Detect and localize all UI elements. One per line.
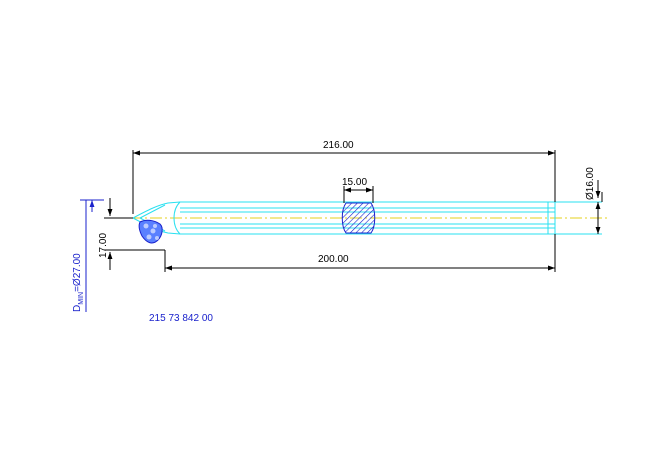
radial-offset-label: 17.00 [98,233,109,258]
min-bore-label: DMIN=Ø27.00 [72,253,85,312]
shank-diameter-label: Ø16.00 [585,167,596,200]
dim-body-length [164,234,556,272]
part-number: 215 73 842 00 [149,313,213,324]
dim-shank-diameter [595,180,603,234]
min-bore-value: =Ø27.00 [72,253,83,292]
dim-radial-offset [104,198,166,270]
body-length-label: 200.00 [318,254,349,265]
shank-end [555,201,602,235]
min-bore-subscript: MIN [78,292,85,305]
min-bore-prefix: D [72,305,83,312]
cutting-insert [138,219,163,244]
dim-min-bore [80,199,104,312]
dim-overall-length [132,150,556,214]
slot-width-label: 15.00 [342,177,367,188]
hatched-slot [341,202,376,234]
overall-length-label: 216.00 [323,140,354,151]
dim-slot-width [343,186,374,203]
